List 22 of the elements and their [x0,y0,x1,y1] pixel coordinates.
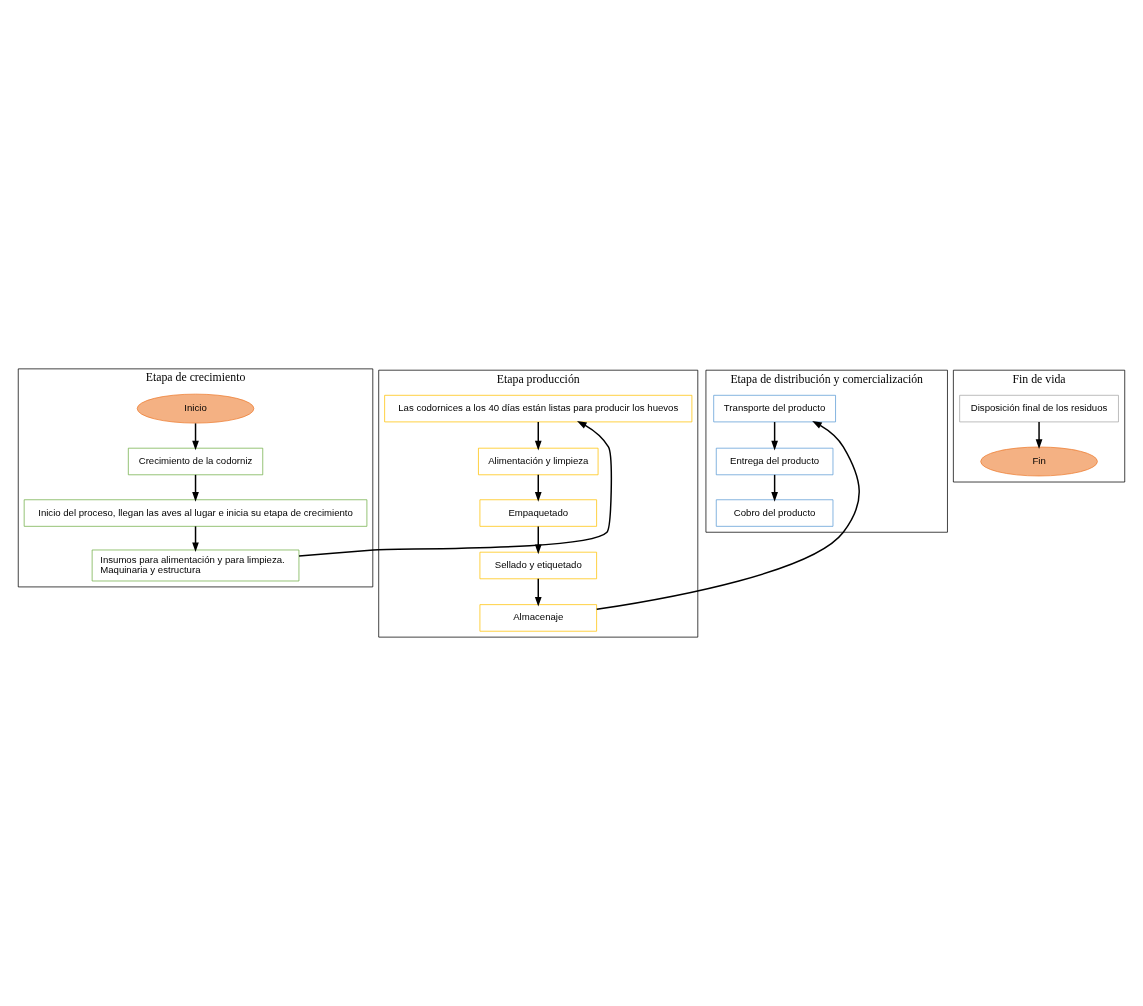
node-ellipse: Inicio [136,393,255,424]
node-box: Alimentación y limpieza [478,447,599,476]
node-box: Entrega del producto [715,447,834,476]
arrow [534,421,542,451]
arrow [534,525,542,555]
node-box: Sellado y etiquetado [479,551,597,580]
node-box: Crecimiento de la codorniz [127,447,264,476]
node-box: Insumos para alimentación y para limpieza. Maquinaria y estructura [91,549,300,582]
node-ellipse: Fin [980,446,1098,477]
arrow [298,420,613,557]
node-box: Cobro del producto [715,499,834,527]
node-box: Transporte del producto [713,394,836,423]
node-box: Las codornices a los 40 días están listas para producir los huevos [384,394,693,423]
arrow [192,422,199,451]
arrow [771,421,778,451]
arrow [595,420,860,611]
node-box: Almacenaje [479,604,597,632]
node-box: Empaquetado [479,499,597,527]
node-box: Inicio del proceso, llegan las aves al lugar e inicia su etapa de crecimiento [23,499,368,527]
arrow [534,578,542,607]
node-box: Disposición final de los residuos [959,394,1119,423]
arrow [1035,421,1043,449]
